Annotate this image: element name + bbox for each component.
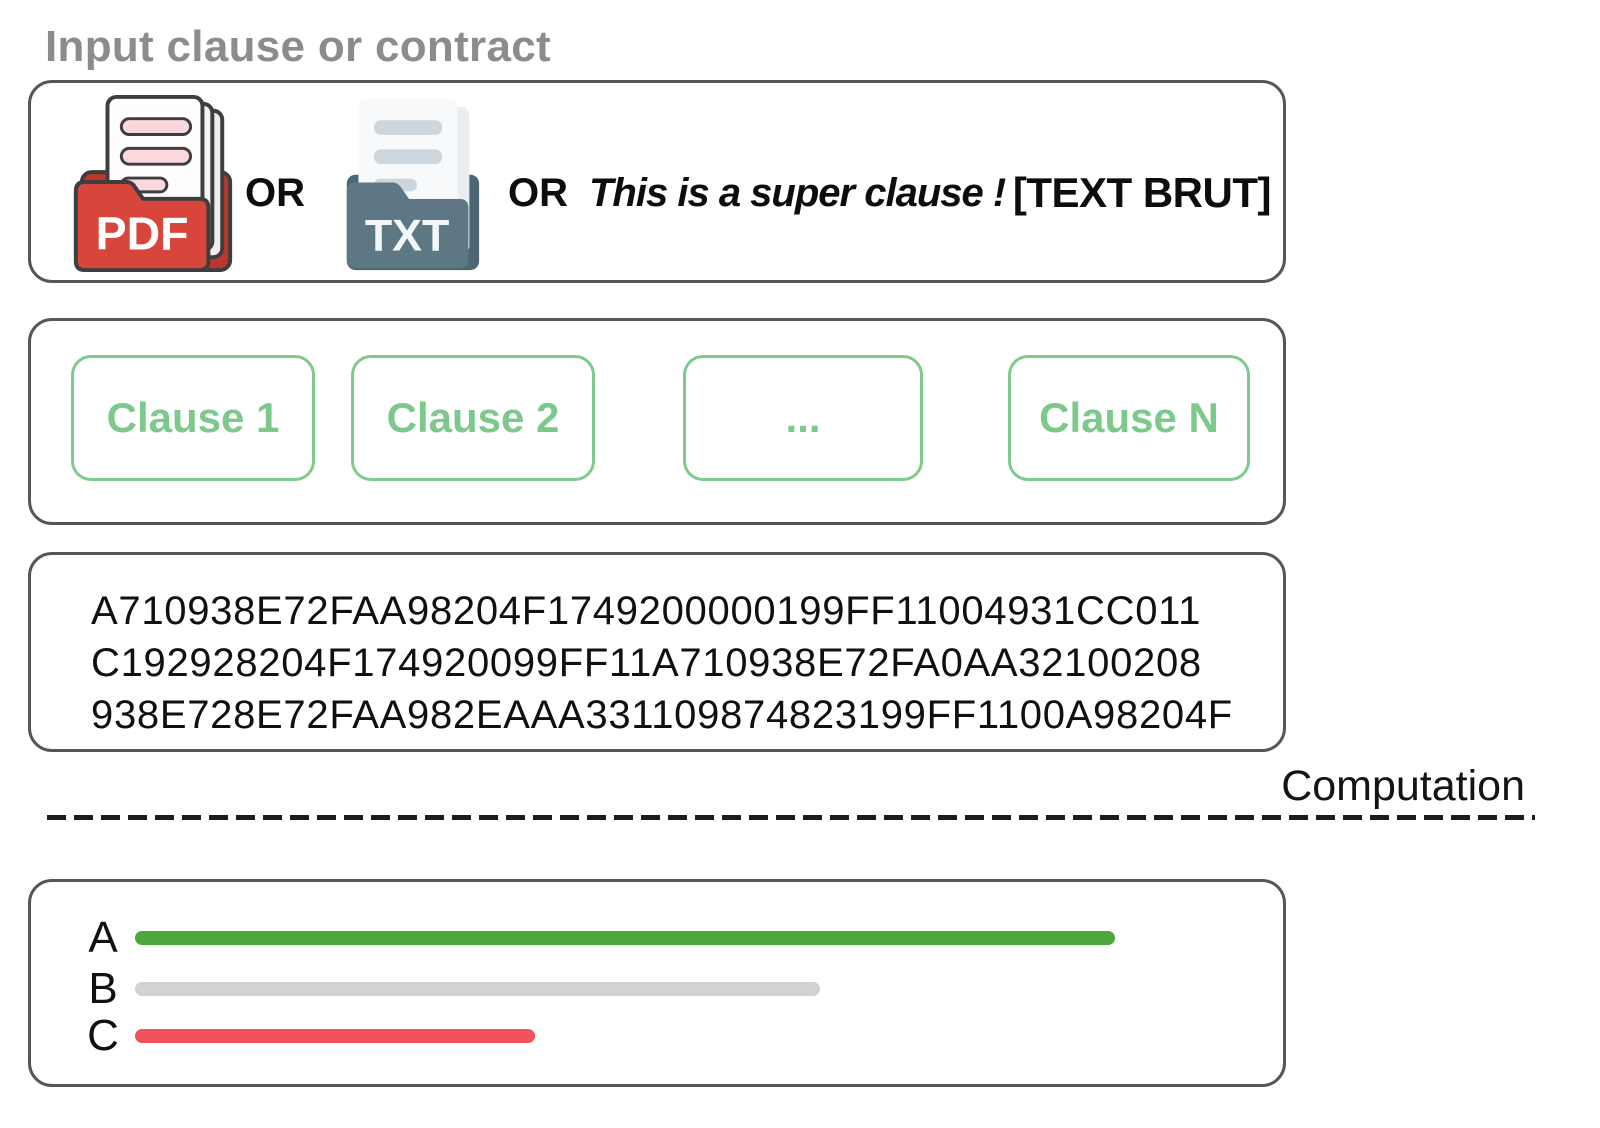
hash-line-2: C192928204F174920099FF11A710938E72FA0AA3… — [91, 641, 1202, 685]
bar-row-b: B — [31, 966, 1283, 1012]
bar-label-a: A — [88, 913, 118, 962]
computation-separator-line — [47, 815, 1535, 820]
score-chart-panel: A B C — [28, 879, 1286, 1087]
hash-line-1: A710938E72FAA98204F1749200000199FF110049… — [91, 589, 1202, 633]
raw-clause-sample-text: This is a super clause ! — [589, 171, 1006, 215]
txt-file-icon: TXT — [331, 93, 491, 273]
bar-a — [135, 931, 1115, 945]
text-brut-tag: [TEXT BRUT] — [1012, 169, 1272, 216]
input-section-label: Input clause or contract — [45, 22, 551, 71]
input-panel: PDF OR TXT OR This is a super clause ! [… — [28, 80, 1286, 283]
or-label-first: OR — [245, 171, 305, 215]
clause-chip-ellipsis: ... — [683, 355, 923, 481]
clause-chip-2: Clause 2 — [351, 355, 595, 481]
hash-line-3: 938E728E72FAA982EAAA331109874823199FF110… — [91, 693, 1233, 737]
hash-panel: A710938E72FAA98204F1749200000199FF110049… — [28, 552, 1286, 752]
bar-c — [135, 1029, 535, 1043]
pdf-file-icon: PDF — [57, 91, 247, 274]
bar-label-b: B — [88, 964, 118, 1013]
bar-row-a: A — [31, 915, 1283, 961]
computation-label: Computation — [1281, 762, 1525, 810]
bar-b — [135, 982, 820, 996]
txt-icon-label: TXT — [365, 211, 450, 261]
clauses-panel: Clause 1 Clause 2 ... Clause N — [28, 318, 1286, 525]
pdf-icon-label: PDF — [96, 207, 189, 259]
bar-row-c: C — [31, 1013, 1283, 1059]
or-label-second: OR — [508, 171, 568, 215]
clause-chip-1: Clause 1 — [71, 355, 315, 481]
clause-chip-n: Clause N — [1008, 355, 1250, 481]
bar-label-c: C — [87, 1011, 119, 1060]
